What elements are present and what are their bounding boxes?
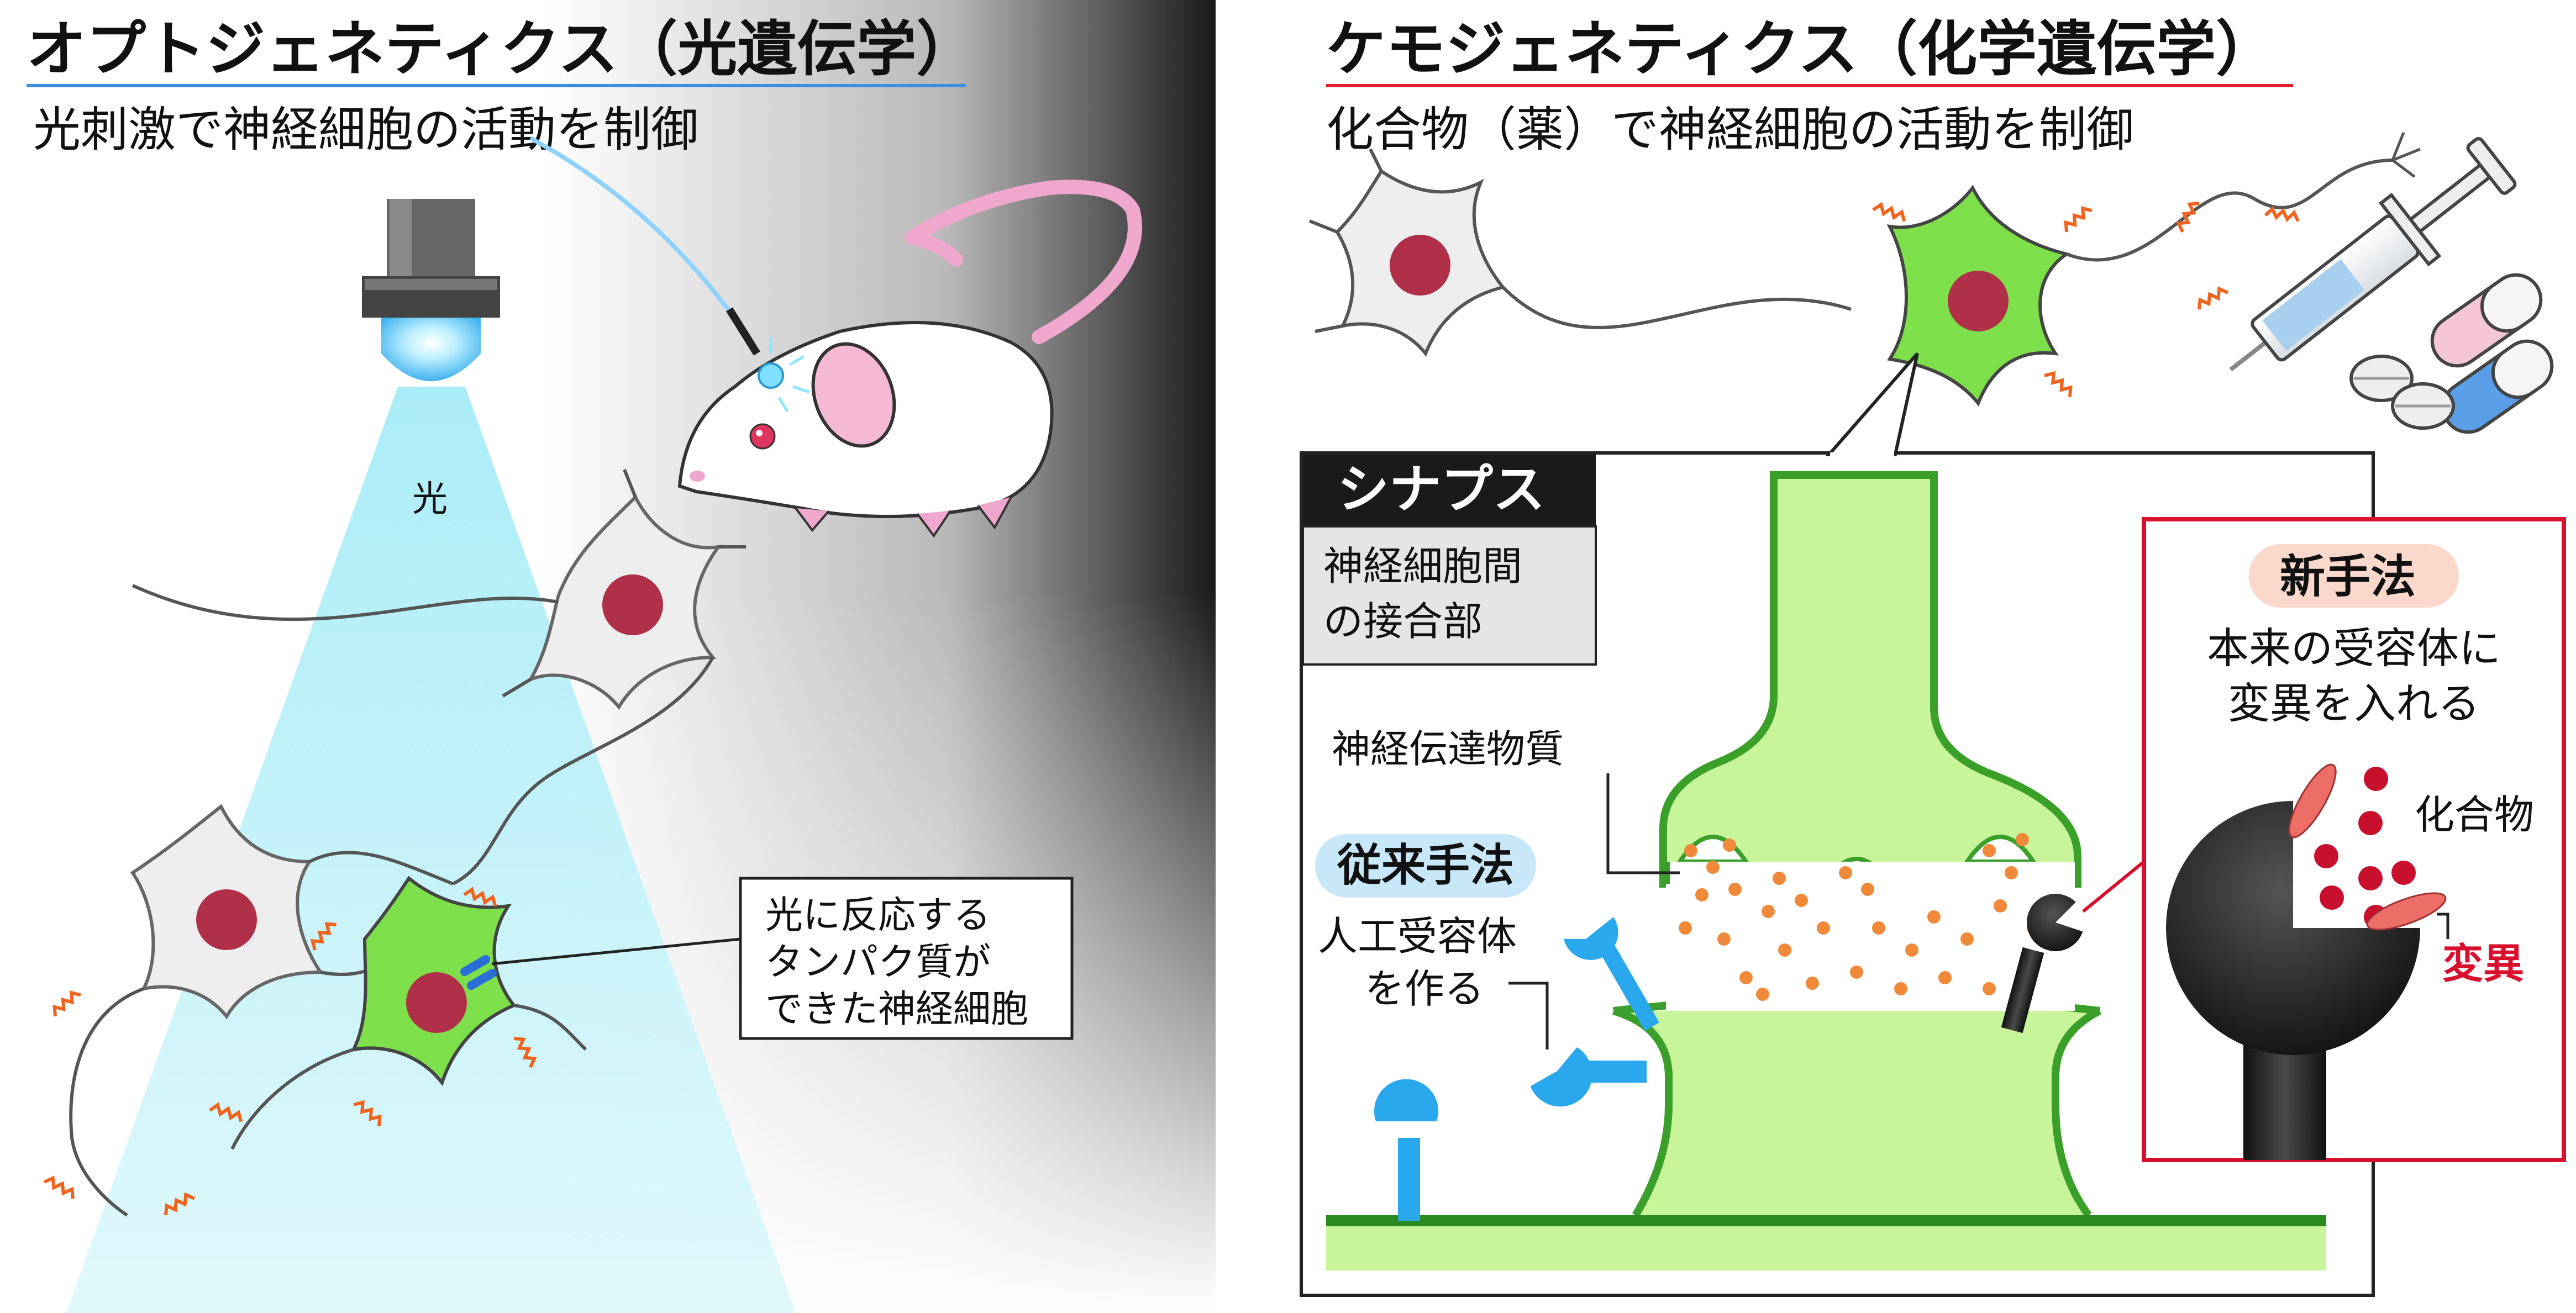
right-title: ケモジェネティクス（化学遺伝学） (1326, 15, 2275, 84)
neurotransmitter-label: 神経伝達物質 (1332, 726, 1564, 772)
callout-line-2: タンパク質が (765, 941, 991, 984)
pill-capsule-icon (2430, 273, 2554, 434)
neuron-icon (230, 876, 587, 1150)
synapse-title-bg (1303, 455, 1596, 526)
compound-label: 化合物 (2415, 792, 2534, 838)
receptor-icon (2001, 894, 2089, 1033)
light-beam (66, 387, 796, 1313)
mutation-label: 変異 (2442, 940, 2524, 988)
neuron-icon (1886, 132, 2421, 407)
optical-fiber-icon (529, 136, 754, 344)
right-subtitle: 化合物（薬）で神経細胞の活動を制御 (1326, 102, 2134, 157)
conventional-desc-2: を作る (1365, 966, 1484, 1012)
new-method-badge-text: 新手法 (2280, 551, 2416, 603)
conventional-badge (1315, 834, 1536, 898)
synapse-desc-1: 神経細胞間 (1323, 543, 1522, 589)
neuron-icon (132, 468, 746, 885)
light-lamp-icon (362, 199, 500, 381)
neuron-icon (1308, 148, 1852, 357)
neurotransmitter-dots (1679, 833, 2040, 1001)
left-panel: 光 オプトジェネティクス（光遺伝学） 光刺激で神経細胞の活動を制御 (0, 0, 1216, 1313)
left-title-underline (27, 84, 966, 87)
protein-callout (739, 877, 1074, 1040)
right-panel: ケモジェネティクス（化学遺伝学） 化合物（薬）で神経細胞の活動を制御 (1300, 15, 2566, 1297)
conventional-badge-text: 従来手法 (1337, 840, 1514, 891)
new-method-desc-2: 変異を入れる (2228, 679, 2480, 728)
tablet-icon (2349, 355, 2455, 430)
receptor-icon (2166, 801, 2420, 1160)
new-method-badge (2249, 544, 2459, 608)
synapse-title: シナプス (1337, 460, 1545, 520)
neuron-icon (69, 804, 454, 1217)
left-subtitle: 光刺激で神経細胞の活動を制御 (33, 102, 698, 157)
syringe-icon (2229, 137, 2517, 372)
light-label: 光 (412, 479, 448, 520)
receptor-icon (1564, 917, 1659, 1031)
new-method-desc-1: 本来の受容体に (2207, 624, 2501, 673)
right-title-underline (1326, 84, 2293, 87)
conventional-desc-1: 人工受容体 (1318, 913, 1517, 959)
mouse-icon (677, 180, 1142, 538)
receptor-icon (1530, 1047, 1647, 1107)
receptor-icon (1374, 1079, 1438, 1221)
callout-line-3: できた神経細胞 (765, 988, 1028, 1031)
left-title: オプトジェネティクス（光遺伝学） (27, 15, 976, 84)
callout-line-1: 光に反応する (765, 894, 991, 937)
synapse-desc-2: の接合部 (1323, 598, 1482, 645)
